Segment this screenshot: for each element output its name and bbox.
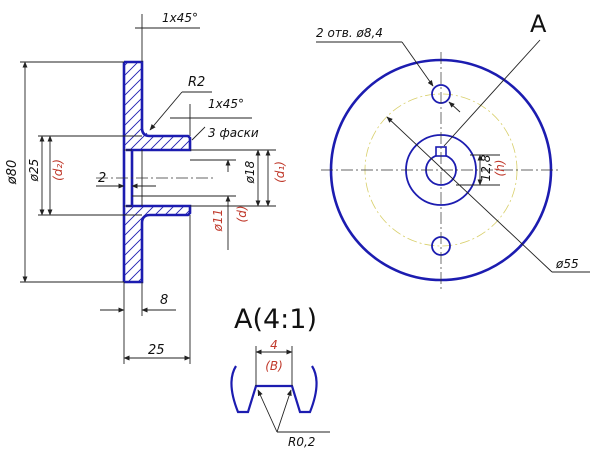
dim-diameter-bore: ø18	[243, 160, 257, 184]
flange-outline-upper	[124, 60, 192, 152]
dim-diameter-pitch: ø55	[555, 257, 579, 271]
hatch-upper	[124, 62, 190, 150]
holes-note-leader	[401, 41, 434, 87]
detail-slot-profile	[230, 365, 318, 414]
dim-diameter-hub: ø25	[27, 159, 41, 183]
dim-flange-thickness: 8	[160, 293, 168, 308]
holes-note: 2 отв. ø8,4	[316, 26, 383, 40]
detail-a-title: A(4:1)	[234, 304, 317, 335]
chamfer-top-label: 1x45°	[162, 11, 198, 25]
detail-a: A(4:1) 4 (B) R0,2	[230, 304, 330, 449]
view-a: A 2 отв. ø8,4 12,8 (h) ø55	[316, 10, 590, 290]
view-a-label: A	[530, 10, 547, 38]
dim-key-depth: 12,8	[479, 154, 493, 181]
pitch-dim-leader	[386, 116, 553, 273]
chamfer-note-leader	[191, 126, 206, 141]
holes-note-leader-2	[448, 101, 461, 113]
fillet-leader	[149, 91, 183, 131]
dim-diameter-flange: ø80	[5, 160, 20, 186]
corner-radius-leader-right	[276, 389, 292, 433]
dim-overall-length: 25	[148, 343, 165, 358]
chamfer-note: 3 фаски	[208, 126, 259, 140]
fillet-radius-label: R2	[188, 75, 205, 90]
detail-corner-radius: R0,2	[288, 435, 315, 449]
dim-hub-ref: (d₂)	[51, 159, 65, 181]
dim-slot-width: 4	[270, 338, 278, 352]
dim-bore-ref: (d₁)	[273, 161, 287, 183]
flange-outline-lower	[124, 204, 192, 284]
hub-chamfer-label: 1x45°	[208, 97, 244, 111]
dim-key-depth-ref: (h)	[493, 160, 507, 177]
dim-hub-offset: 2	[98, 171, 106, 186]
dim-slot-width-ref: (B)	[265, 359, 283, 373]
corner-radius-leader-left	[257, 389, 278, 433]
dim-shaft-ref: (d)	[235, 206, 249, 223]
view-a-leader	[443, 39, 541, 147]
dim-diameter-shaft: ø11	[211, 209, 225, 233]
